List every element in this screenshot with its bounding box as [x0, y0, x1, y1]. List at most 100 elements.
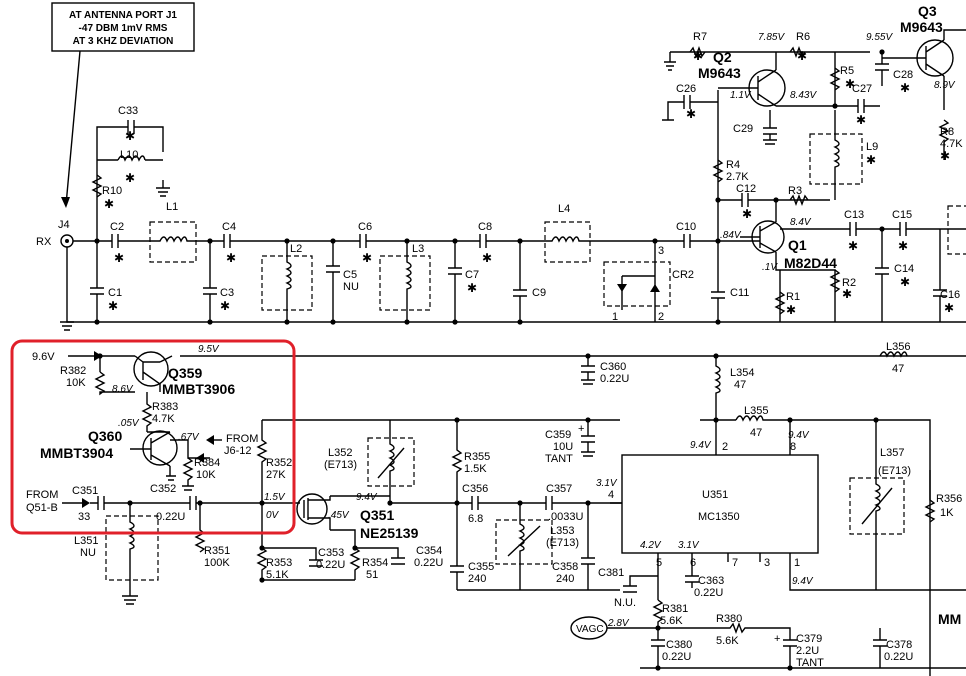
- label-l354: L354: [730, 367, 754, 379]
- label-l351-value: NU: [80, 547, 96, 559]
- label-c380: C380: [666, 639, 692, 651]
- label-c378-value: 0.22U: [884, 651, 913, 663]
- label-l355-value: 47: [750, 427, 762, 439]
- label-v31a: 3.1V: [596, 478, 618, 489]
- label-l351: L351: [74, 535, 98, 547]
- label-r352: R352: [266, 457, 292, 469]
- label-c358: C358: [552, 561, 578, 573]
- label-c6: C6: [358, 221, 372, 233]
- asterisk-mark: ✱: [900, 81, 910, 95]
- label-c353: C353: [318, 547, 344, 559]
- label-c29: C29: [733, 123, 753, 135]
- label-q1-part: M82D44: [784, 255, 837, 271]
- label-c7: C7: [465, 269, 479, 281]
- label-l3: L3: [412, 243, 424, 255]
- label-u351-part: MC1350: [698, 511, 740, 523]
- label-v42: 4.2V: [640, 540, 662, 551]
- label-q2-part: M9643: [698, 65, 741, 81]
- label-c27: C27: [852, 83, 872, 95]
- note-line-2: -47 DBM 1mV RMS: [79, 23, 168, 34]
- label-u351-pin2: 2: [722, 441, 728, 453]
- label-c379: C379: [796, 633, 822, 645]
- j4-label: J4: [58, 219, 70, 231]
- label-r355: R355: [464, 451, 490, 463]
- asterisk-mark: ✱: [125, 129, 135, 143]
- label-v785: 7.85V: [758, 32, 785, 43]
- label-c360: C360: [600, 361, 626, 373]
- asterisk-mark: ✱: [940, 149, 950, 163]
- label-r5: R5: [840, 65, 854, 77]
- label-c5: C5: [343, 269, 357, 281]
- label-r8-value: 4.7K: [940, 138, 963, 150]
- label-r4-value: 2.7K: [726, 171, 749, 183]
- label-c379-tant: TANT: [796, 657, 824, 669]
- label-v94d: 9.4V: [792, 576, 814, 587]
- asterisk-mark: ✱: [900, 275, 910, 289]
- label-j612: J6-12: [224, 445, 252, 457]
- label-u351-pin4: 4: [608, 489, 614, 501]
- label-v843: 8.43V: [790, 90, 817, 101]
- label-q3-part: M9643: [900, 19, 943, 35]
- label-r382: R382: [60, 365, 86, 377]
- label-c363: C363: [698, 575, 724, 587]
- label-q359: Q359: [168, 365, 202, 381]
- label-r353-value: 5.1K: [266, 569, 289, 581]
- label-c358-value: 240: [556, 573, 574, 585]
- label-from-j6: FROM: [226, 433, 258, 445]
- label-c381: C381: [598, 567, 624, 579]
- label-r384: R384: [194, 457, 220, 469]
- label-r10: R10: [102, 185, 122, 197]
- asterisk-mark: ✱: [866, 153, 876, 167]
- label-c352-value: 0.22U: [156, 511, 185, 523]
- label-r351-value: 100K: [204, 557, 230, 569]
- label-l4: L4: [558, 203, 570, 215]
- label-v94c: 9.4V: [356, 492, 378, 503]
- asterisk-mark: ✱: [742, 207, 752, 221]
- label-c28: C28: [893, 69, 913, 81]
- label-c359-value: 10U: [553, 441, 573, 453]
- label-r354-value: 51: [366, 569, 378, 581]
- label-c8: C8: [478, 221, 492, 233]
- rf-front-end: [60, 29, 966, 331]
- label-r380-value: 5.6K: [716, 635, 739, 647]
- label-r383: R383: [152, 401, 178, 413]
- label-cr2-pin2: 2: [658, 311, 664, 323]
- label-v67: .67V: [178, 432, 200, 443]
- label-u351-pin1: 1: [794, 557, 800, 569]
- asterisk-mark: ✱: [467, 281, 477, 295]
- label-c2: C2: [110, 221, 124, 233]
- label-c15: C15: [892, 209, 912, 221]
- label-r384-value: 10K: [196, 469, 216, 481]
- label-q360-part: MMBT3904: [40, 445, 113, 461]
- label-v96: 9.6V: [32, 351, 55, 363]
- label-c10: C10: [676, 221, 696, 233]
- label-c353-value: 0.22U: [316, 559, 345, 571]
- label-c359: C359: [545, 429, 571, 441]
- label-c351: C351: [72, 485, 98, 497]
- note-line-3: AT 3 KHZ DEVIATION: [73, 36, 174, 47]
- asterisk-mark: ✱: [693, 49, 703, 63]
- asterisk-mark: ✱: [362, 251, 372, 265]
- label-v94b: 9.4V: [788, 430, 810, 441]
- label-v955: 9.55V: [866, 32, 893, 43]
- label-v0: 0V: [266, 510, 280, 521]
- label-c16: C16: [940, 289, 960, 301]
- label-q351-part: NE25139: [360, 525, 419, 541]
- asterisk-mark: ✱: [108, 299, 118, 313]
- label-u351-pin3: 3: [764, 557, 770, 569]
- label-q2: Q2: [713, 49, 732, 65]
- label-r356: R356: [936, 493, 962, 505]
- label-cr2-pin1: 1: [612, 311, 618, 323]
- label-r2: R2: [842, 277, 856, 289]
- junction-dots: [94, 49, 885, 671]
- label-mm: MM: [938, 611, 961, 627]
- label-c1: C1: [108, 287, 122, 299]
- asterisk-mark: ✱: [797, 49, 807, 63]
- label-r8: R8: [940, 126, 954, 138]
- asterisk-mark: ✱: [226, 251, 236, 265]
- rx-label: RX: [36, 236, 52, 248]
- label-c360-value: 0.22U: [600, 373, 629, 385]
- label-r356-value: 1K: [940, 507, 954, 519]
- label-r353: R353: [266, 557, 292, 569]
- label-c4: C4: [222, 221, 236, 233]
